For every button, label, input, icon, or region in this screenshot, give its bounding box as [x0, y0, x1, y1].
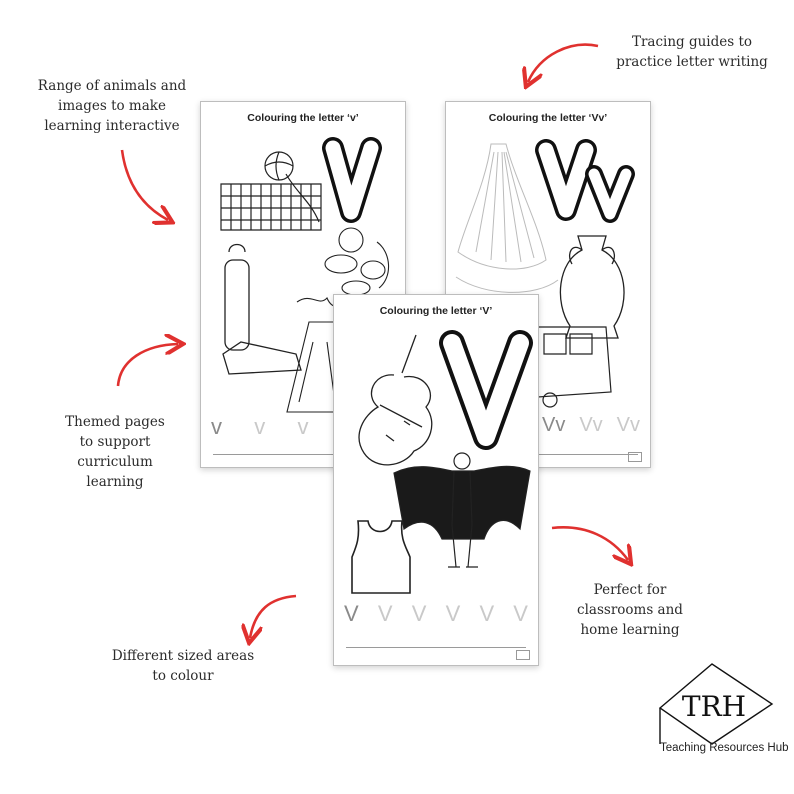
trace-letter: V — [344, 601, 359, 626]
page-logo-icon — [628, 452, 642, 462]
arrow-themed — [116, 344, 178, 387]
writing-baseline — [458, 454, 638, 455]
arrow-sizes — [250, 594, 297, 638]
vase-drawing — [559, 235, 625, 339]
letter-vv-outline — [535, 139, 635, 223]
page-illustrations — [220, 137, 390, 413]
trace-letter: V — [377, 601, 393, 626]
page-title: Colouring the letter ‘Vv’ — [488, 112, 608, 124]
vacuum-cleaner-drawing — [222, 243, 302, 375]
writing-baseline — [213, 454, 393, 455]
tracing-guide-row: V V V V V V — [344, 601, 528, 627]
writing-baseline — [346, 647, 526, 648]
letter-v-outline — [322, 137, 382, 223]
trace-letter: Vv — [542, 414, 566, 436]
tank-top-drawing — [351, 520, 411, 594]
brand-logo: TRH — [658, 663, 774, 745]
arrow-tracing — [528, 43, 599, 82]
worksheet-page-v-uppercase: Colouring the letter ‘V’ V V V V V V — [333, 294, 539, 666]
trace-letter: v — [297, 414, 309, 439]
brand-monogram: TRH — [682, 690, 746, 723]
trace-letter: V — [479, 601, 495, 626]
caption-tracing-guides: Tracing guides to practice letter writin… — [616, 34, 768, 70]
trace-letter: V — [411, 601, 427, 626]
trace-letter: V — [513, 601, 528, 626]
page-logo-icon — [516, 650, 530, 660]
arrow-perfect — [551, 526, 628, 560]
veil-drawing — [455, 143, 559, 293]
trace-letter: v — [254, 414, 266, 439]
arrow-range — [120, 149, 168, 220]
letter-v-outline — [439, 330, 533, 450]
caption-different-sized-areas: Different sized areas to colour — [111, 648, 255, 684]
caption-perfect-for-classrooms: Perfect for classrooms and home learning — [577, 582, 683, 638]
van-drawing — [537, 326, 612, 408]
tracing-guide-row: Vv Vv Vv — [542, 414, 640, 437]
page-illustrations — [455, 139, 635, 408]
trace-letter: V — [445, 601, 461, 626]
trace-letter: Vv — [616, 414, 640, 436]
violin-drawing — [358, 334, 433, 466]
vegetables-drawing — [324, 227, 390, 296]
brand-name: Teaching Resources Hub — [660, 742, 789, 754]
page-illustrations — [351, 330, 533, 594]
trace-letter: Vv — [579, 414, 603, 436]
trace-letter: v — [211, 414, 222, 439]
caption-range-of-animals: Range of animals and images to make lear… — [37, 78, 187, 134]
page-title: Colouring the letter ‘V’ — [379, 305, 493, 317]
caption-themed-pages: Themed pages to support curriculum learn… — [65, 414, 165, 490]
page-title: Colouring the letter ‘v’ — [247, 112, 359, 124]
vampire-drawing — [393, 452, 531, 568]
volleyball-net-drawing — [220, 151, 322, 231]
